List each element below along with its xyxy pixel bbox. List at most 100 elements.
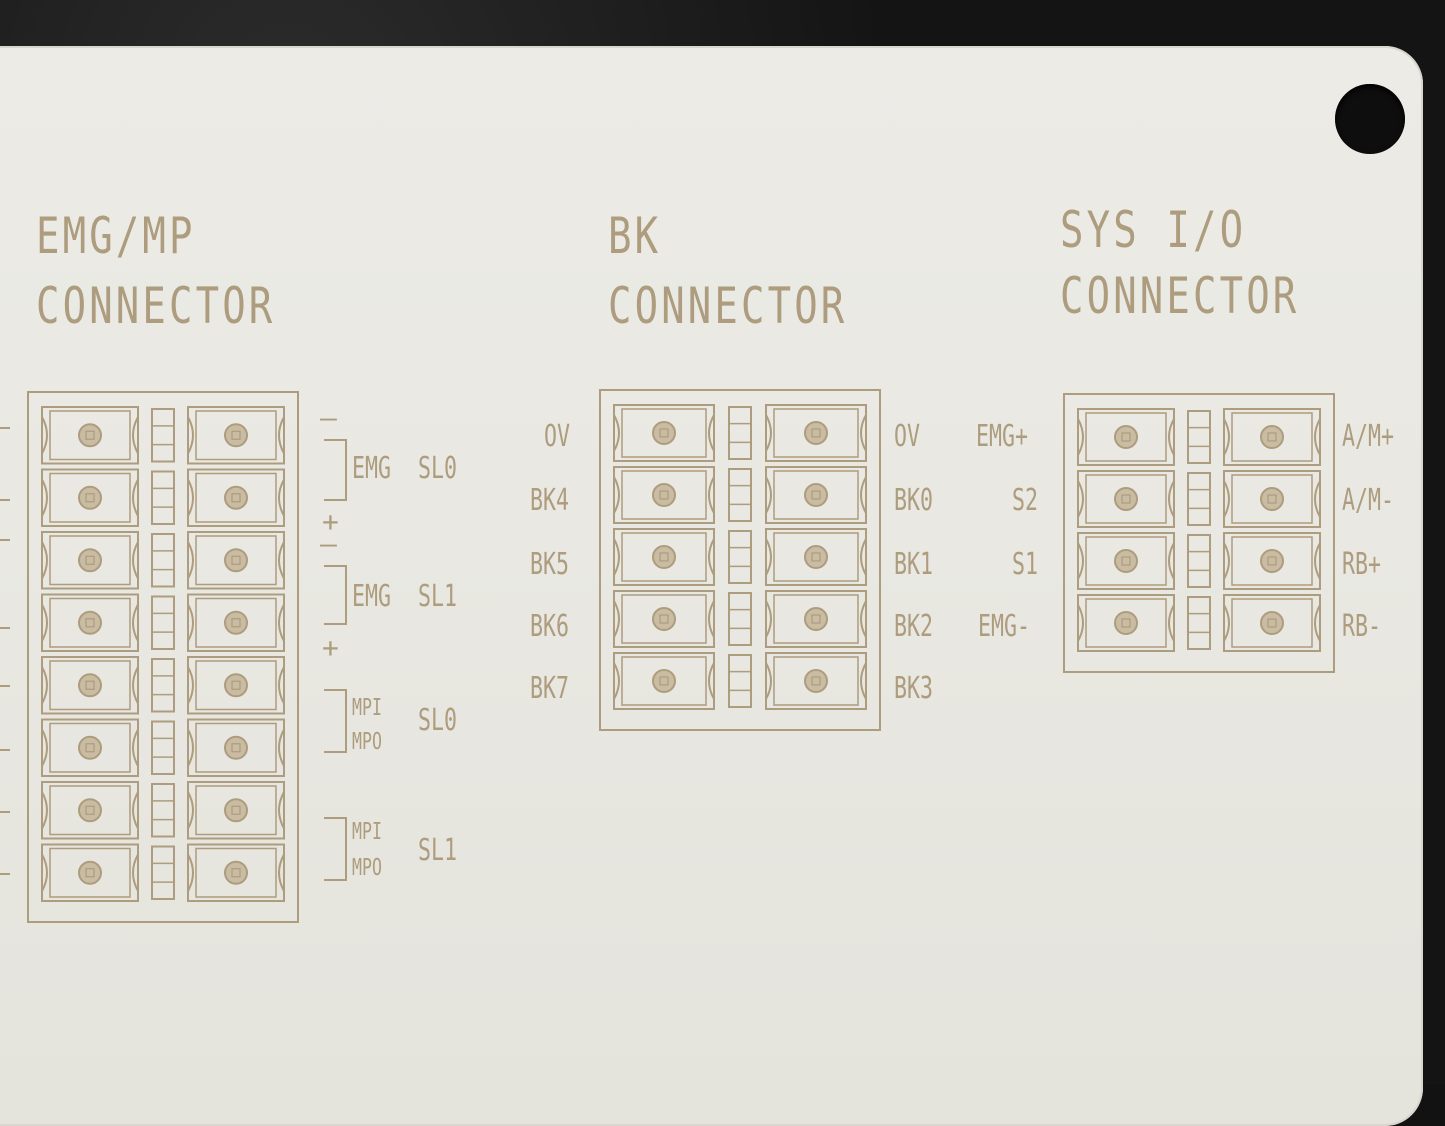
terminal-left-notch: [41, 791, 48, 829]
screw-icon: [1260, 487, 1284, 511]
screw-slot: [85, 868, 95, 878]
screw-slot: [1267, 494, 1277, 504]
screw-slot: [231, 555, 241, 565]
center-divider: [151, 533, 175, 588]
mounting-hole: [1335, 84, 1405, 154]
terminal-outline: [41, 718, 139, 777]
terminal-right-notch: [708, 538, 715, 576]
center-divider: [728, 406, 752, 460]
terminal-left-notch: [1223, 542, 1230, 580]
terminal-inner: [195, 785, 277, 836]
terminal-outline: [613, 652, 715, 710]
terminal-left-notch: [1223, 604, 1230, 642]
group-bracket: [324, 565, 347, 625]
terminal-outline: [41, 656, 139, 715]
bk-right-pin-label: BK3: [894, 671, 934, 706]
terminal-left-notch: [765, 600, 772, 638]
group-bracket: [324, 439, 347, 501]
center-divider: [728, 592, 752, 646]
terminal-inner: [195, 597, 277, 648]
terminal-inner: [195, 660, 277, 711]
screw-icon: [1260, 549, 1284, 573]
terminal-right-notch: [278, 666, 285, 704]
center-divider: [151, 595, 175, 650]
terminal-outline: [613, 404, 715, 462]
screw-icon: [224, 610, 248, 635]
screw-icon: [652, 421, 676, 445]
terminal-inner: [49, 472, 131, 523]
mp-sl0-name-top: MPI: [352, 695, 382, 721]
terminal-inner: [1085, 598, 1167, 648]
terminal-right-notch: [132, 791, 139, 829]
terminal-right-notch: [1168, 604, 1175, 642]
emg-sl0-name: EMG: [352, 451, 392, 486]
emg-sl0-minus-sign: —: [320, 401, 337, 434]
terminal-right-notch: [132, 854, 139, 892]
terminal-inner: [195, 722, 277, 773]
terminal-right-notch: [860, 600, 867, 638]
screw-icon: [804, 669, 828, 693]
bk-title-line2: CONNECTOR: [608, 277, 848, 335]
terminal-outline: [1077, 408, 1175, 466]
terminal-right-notch: [278, 541, 285, 579]
terminal-left-notch: [187, 854, 194, 892]
terminal-inner: [621, 408, 707, 458]
screw-slot: [1121, 618, 1131, 628]
terminal-left-notch: [187, 729, 194, 767]
terminal-outline: [1077, 532, 1175, 590]
terminal-left-notch: [1223, 480, 1230, 518]
terminal-inner: [49, 785, 131, 836]
terminal-right-notch: [132, 666, 139, 704]
screw-slot: [231, 805, 241, 815]
center-divider: [1187, 472, 1211, 526]
terminal-inner: [49, 722, 131, 773]
screw-slot: [85, 493, 95, 503]
screw-slot: [231, 430, 241, 440]
mp-sl0-slot: SL0: [418, 703, 458, 738]
sys-io-left-pin-label: S2: [1012, 483, 1039, 518]
screw-icon: [224, 673, 248, 698]
terminal-right-notch: [708, 414, 715, 452]
terminal-inner: [773, 470, 859, 520]
terminal-outline: [187, 531, 285, 590]
terminal-inner: [773, 532, 859, 582]
terminal-left-notch: [187, 604, 194, 642]
screw-icon: [804, 421, 828, 445]
screw-icon: [804, 545, 828, 569]
terminal-right-notch: [860, 414, 867, 452]
terminal-outline: [1223, 470, 1321, 528]
screw-icon: [224, 798, 248, 823]
terminal-outline: [1077, 470, 1175, 528]
terminal-right-notch: [132, 541, 139, 579]
emg-sl1-plus-sign: +: [322, 631, 339, 664]
sys-io-right-pin-label: RB+: [1342, 547, 1382, 582]
terminal-right-notch: [1314, 542, 1321, 580]
terminal-right-notch: [132, 604, 139, 642]
screw-icon: [1114, 549, 1138, 573]
center-divider: [151, 658, 175, 713]
terminal-outline: [765, 590, 867, 648]
terminal-inner: [1231, 536, 1313, 586]
terminal-left-notch: [41, 541, 48, 579]
screw-slot: [231, 868, 241, 878]
terminal-left-notch: [1077, 480, 1084, 518]
terminal-right-notch: [132, 729, 139, 767]
terminal-outline: [765, 404, 867, 462]
terminal-inner: [1231, 412, 1313, 462]
screw-slot: [231, 618, 241, 628]
screw-icon: [1114, 611, 1138, 635]
sys-io-left-pin-label: EMG-: [978, 609, 1031, 644]
terminal-right-notch: [278, 729, 285, 767]
screw-slot: [811, 676, 821, 686]
screw-slot: [85, 805, 95, 815]
terminal-left-notch: [41, 479, 48, 517]
screw-icon: [1260, 425, 1284, 449]
center-divider: [728, 530, 752, 584]
terminal-outline: [187, 843, 285, 902]
terminal-right-notch: [132, 416, 139, 454]
terminal-outline: [1223, 532, 1321, 590]
terminal-inner: [1231, 598, 1313, 648]
screw-slot: [811, 552, 821, 562]
terminal-outline: [41, 406, 139, 465]
terminal-inner: [49, 410, 131, 461]
